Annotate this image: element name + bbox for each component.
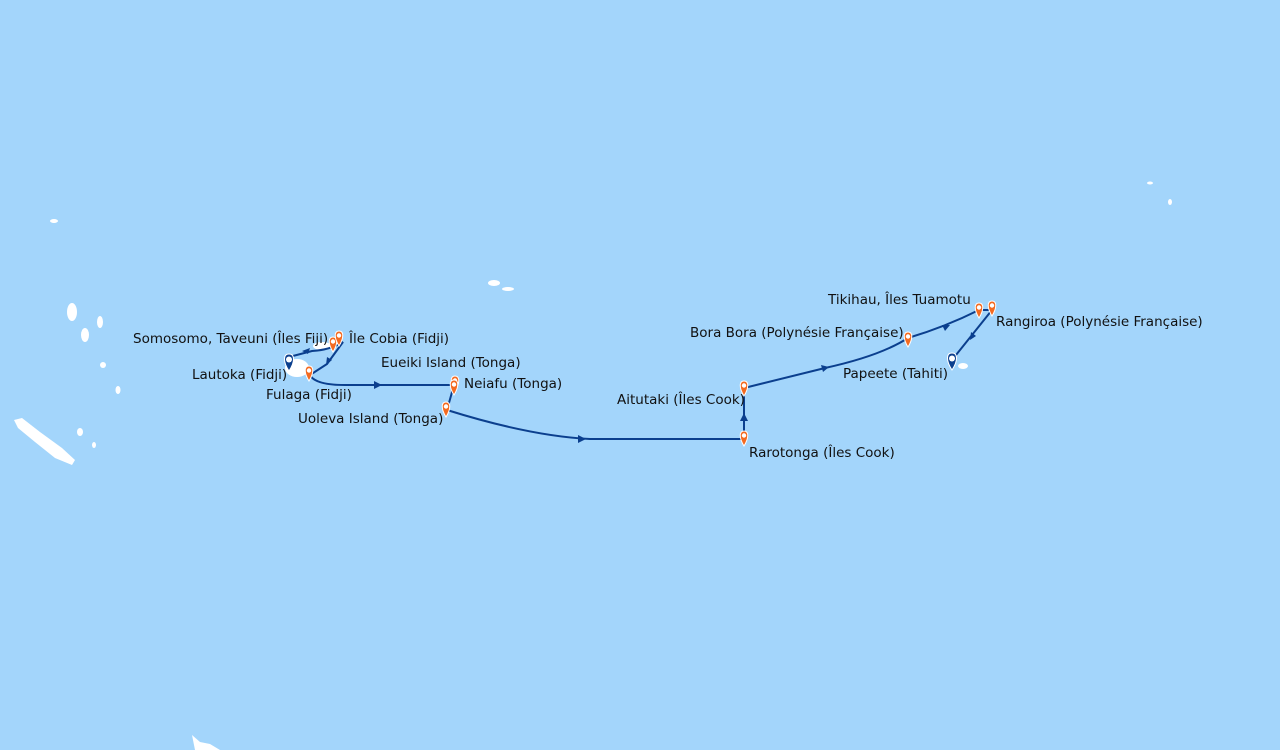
- port-label-tikihau: Tikihau, Îles Tuamotu: [828, 292, 971, 308]
- port-label-borabora: Bora Bora (Polynésie Française): [690, 325, 904, 341]
- port-label-neiafu: Neiafu (Tonga): [464, 376, 563, 392]
- port-label-lautoka: Lautoka (Fidji): [192, 367, 288, 383]
- map-pin-icon[interactable]: [449, 379, 459, 396]
- arrow-icon: [970, 332, 976, 340]
- map-pin-icon[interactable]: [739, 430, 749, 447]
- arrow-icon: [326, 357, 332, 365]
- port-label-eueiki: Eueiki Island (Tonga): [381, 355, 521, 371]
- port-label-somosomo: Somosomo, Taveuni (Îles Fiji): [133, 331, 329, 347]
- route-arrows: [302, 325, 976, 443]
- port-label-cobia: Île Cobia (Fidji): [349, 331, 450, 347]
- ship-pin-icon[interactable]: [284, 353, 294, 372]
- arrow-icon: [740, 413, 748, 421]
- arrow-icon: [374, 381, 382, 389]
- port-label-uoleva: Uoleva Island (Tonga): [298, 411, 444, 427]
- arrow-icon: [821, 365, 829, 372]
- ship-pin-icon[interactable]: [947, 352, 957, 371]
- arrow-icon: [302, 348, 310, 354]
- map-pin-icon[interactable]: [328, 336, 338, 353]
- map-pin-icon[interactable]: [739, 380, 749, 397]
- arrow-icon: [578, 435, 586, 443]
- map-pin-icon[interactable]: [304, 365, 314, 382]
- map-pin-icon[interactable]: [974, 302, 984, 319]
- port-label-papeete: Papeete (Tahiti): [843, 366, 949, 382]
- port-label-fulaga: Fulaga (Fidji): [266, 387, 352, 403]
- port-label-rarotonga: Rarotonga (Îles Cook): [749, 445, 895, 461]
- port-label-aitutaki: Aitutaki (Îles Cook): [617, 392, 745, 408]
- land-masses: [14, 181, 1172, 750]
- port-label-rangiroa: Rangiroa (Polynésie Française): [996, 314, 1203, 330]
- map-pin-icon[interactable]: [334, 330, 344, 347]
- arrow-icon: [942, 325, 950, 331]
- map-pin-icon[interactable]: [903, 331, 913, 348]
- map-pin-icon[interactable]: [987, 300, 997, 317]
- map-pin-icon[interactable]: [441, 401, 451, 418]
- cruise-route: [288, 309, 995, 440]
